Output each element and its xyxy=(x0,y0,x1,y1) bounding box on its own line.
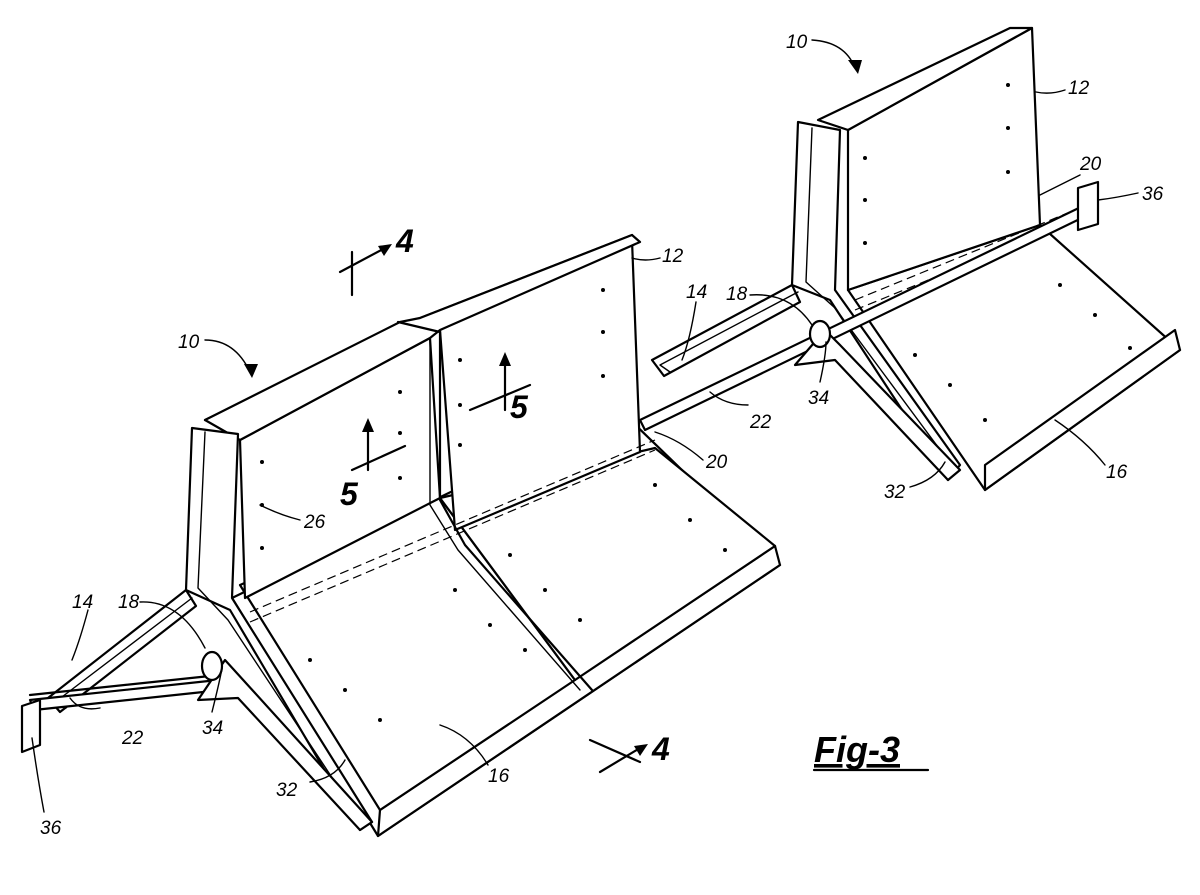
figure-label: Fig-3 xyxy=(814,729,900,770)
right-ring xyxy=(810,321,830,347)
ref-34-left: 34 xyxy=(202,718,223,739)
ref-22-left: 22 xyxy=(121,728,144,749)
ref-16-right: 16 xyxy=(1106,462,1128,483)
ref-22-right: 22 xyxy=(749,412,772,433)
ref-36-left: 36 xyxy=(40,818,62,839)
ref-18-left: 18 xyxy=(118,592,140,613)
section-4-bottom-label: 4 xyxy=(651,731,670,767)
ref-12-center: 12 xyxy=(662,246,684,267)
ref-18-right: 18 xyxy=(726,284,748,305)
right-wall-assembly xyxy=(640,28,1180,490)
ref-26: 26 xyxy=(303,512,326,533)
right-anchor-plate xyxy=(1078,182,1098,230)
ref-20-right: 20 xyxy=(1079,154,1102,175)
ref-10-left: 10 xyxy=(178,332,200,353)
ref-14-right: 14 xyxy=(686,282,707,303)
ref-12-right: 12 xyxy=(1068,78,1090,99)
left-ring xyxy=(202,652,222,680)
section-marker-4-bottom: 4 xyxy=(590,731,670,772)
ref-36-right: 36 xyxy=(1142,184,1164,205)
section-marker-4-top: 4 xyxy=(340,223,414,295)
ref-32-left: 32 xyxy=(276,780,298,801)
ref-20-center: 20 xyxy=(705,452,728,473)
ref-32-right: 32 xyxy=(884,482,906,503)
left-anchor-plate xyxy=(22,700,40,752)
ref-34-right: 34 xyxy=(808,388,829,409)
section-5-left-label: 5 xyxy=(340,476,359,512)
section-4-top-label: 4 xyxy=(395,223,414,259)
ref-16-center: 16 xyxy=(488,766,510,787)
section-5-right-label: 5 xyxy=(510,389,529,425)
ref-10-right: 10 xyxy=(786,32,808,53)
ref-14-left: 14 xyxy=(72,592,93,613)
